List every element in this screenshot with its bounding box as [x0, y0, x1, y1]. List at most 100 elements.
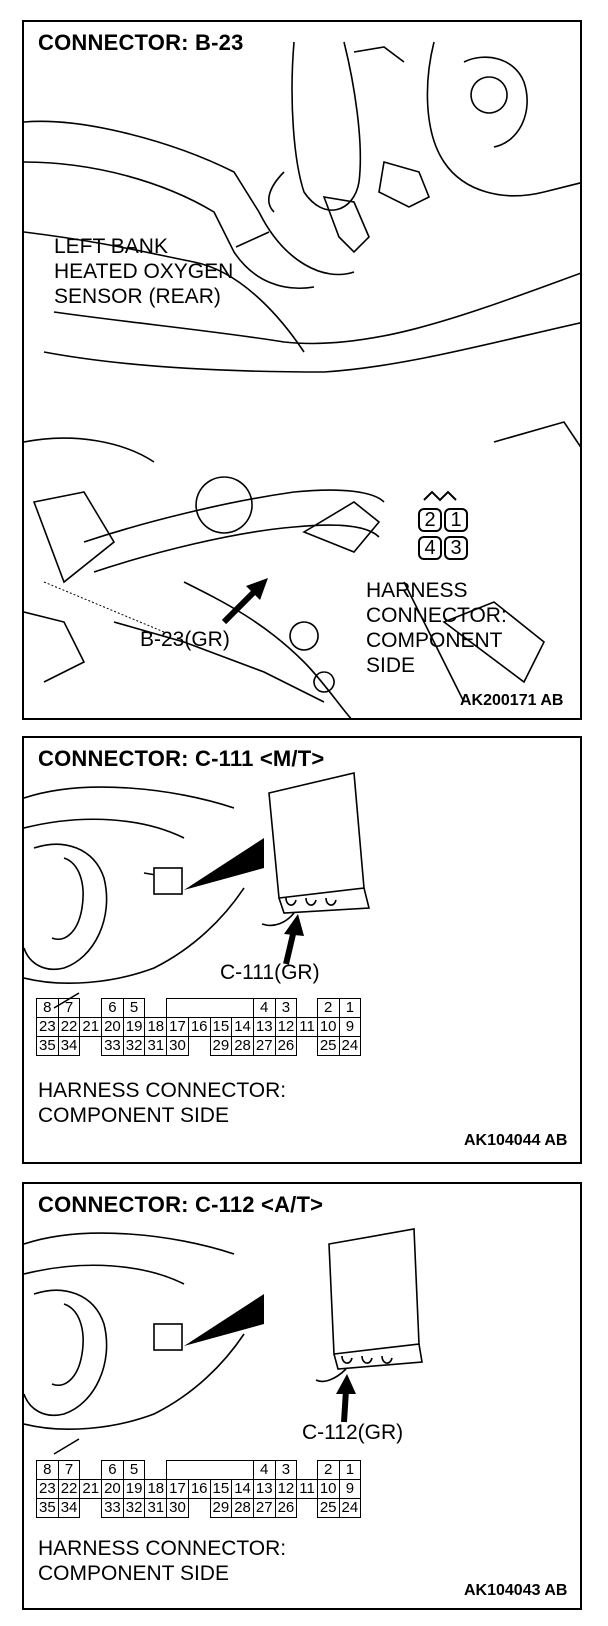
connector-c111-panel: CONNECTOR: C-111 <M/T> C-111(GR) 8 7 6 5…: [22, 736, 582, 1164]
pin-cell: 20: [101, 1017, 124, 1037]
pin-layout-diagram: 2 1 4 3: [412, 504, 480, 572]
pin-cell: 27: [252, 1036, 276, 1056]
pin-cell: 3: [444, 536, 468, 560]
pin-cell: 12: [274, 1017, 298, 1037]
pin-cell: 19: [122, 1479, 146, 1499]
side-label: HARNESS CONNECTOR: COMPONENT SIDE: [38, 1537, 287, 1585]
side-label: HARNESS CONNECTOR: COMPONENT SIDE: [38, 1079, 287, 1127]
pin-cell: 23: [36, 1017, 59, 1037]
callout-wedge-icon: [184, 1294, 264, 1346]
pin-cell: 12: [274, 1479, 298, 1499]
connector-callout: C-112(GR): [302, 1421, 404, 1444]
pin-cell: 32: [122, 1498, 146, 1518]
pin-cell: 18: [144, 1479, 168, 1499]
pin-cell: 16: [187, 1017, 211, 1037]
connector-c112-panel: CONNECTOR: C-112 <A/T> C-112(GR) 8 7 6 5…: [22, 1182, 582, 1610]
pin-cell: 3: [274, 1460, 298, 1480]
pin-cell: 28: [231, 1498, 254, 1518]
pin-cell: 17: [166, 1479, 189, 1499]
pin-cell: 21: [79, 1017, 103, 1037]
pin-cell: 21: [79, 1479, 103, 1499]
pin-cell: 26: [274, 1036, 298, 1056]
pin-cell: 2: [418, 508, 442, 532]
pin-layout-table: 8 7 6 5 4 3 2 1 23 22 21 20 19 18 17 16 …: [36, 1460, 362, 1518]
pin-cell: 31: [144, 1036, 168, 1056]
arrow-icon: [283, 914, 304, 965]
pin-cell: 8: [36, 1460, 59, 1480]
pin-cell: 6: [101, 1460, 124, 1480]
panel-title: CONNECTOR: B-23: [38, 30, 244, 55]
pin-cell: 30: [166, 1498, 189, 1518]
engine-bay-illustration: [24, 41, 580, 718]
sensor-label: LEFT BANK HEATED OXYGEN SENSOR (REAR): [54, 235, 234, 308]
pin-cell: 3: [274, 998, 298, 1018]
pin-cell: 30: [166, 1036, 189, 1056]
pin-cell: 8: [36, 998, 59, 1018]
pin-cell: 1: [338, 998, 362, 1018]
pin-cell: 32: [122, 1036, 146, 1056]
pin-cell: 5: [122, 998, 146, 1018]
connector-callout: C-111(GR): [220, 961, 320, 984]
figure-code: AK104043 AB: [464, 1582, 568, 1599]
pin-cell: 34: [57, 1036, 81, 1056]
pin-cell: 1: [338, 1460, 362, 1480]
pin-cell: 4: [252, 1460, 276, 1480]
pin-cell: 9: [338, 1479, 362, 1499]
pin-cell: 24: [338, 1036, 362, 1056]
pin-cell: 35: [36, 1036, 59, 1056]
pin-cell: 2: [316, 1460, 340, 1480]
pin-cell: 6: [101, 998, 124, 1018]
pin-cell: 14: [231, 1479, 254, 1499]
callout-wedge-icon: [184, 838, 264, 890]
pin-cell: 25: [316, 1498, 340, 1518]
pin-cell: 26: [274, 1498, 298, 1518]
pin-cell: 28: [231, 1036, 254, 1056]
figure-code: AK104044 AB: [464, 1132, 568, 1149]
pin-cell: 33: [101, 1498, 124, 1518]
pin-cell: 10: [316, 1017, 340, 1037]
pin-cell: 22: [57, 1479, 81, 1499]
pin-cell: 18: [144, 1017, 168, 1037]
pin-cell: 7: [57, 998, 81, 1018]
pin-layout-table: 8 7 6 5 4 3 2 1 23 22 21 20 19 18 17 16 …: [36, 998, 362, 1056]
pin-cell: 33: [101, 1036, 124, 1056]
pin-cell: 11: [296, 1017, 318, 1037]
pin-cell: 7: [57, 1460, 81, 1480]
pin-cell: 29: [209, 1036, 233, 1056]
pin-cell: 11: [296, 1479, 318, 1499]
dashboard-illustration: [24, 1228, 423, 1455]
dashboard-illustration: [24, 772, 371, 1009]
figure-code: AK200171 AB: [460, 692, 564, 709]
pin-cell: 31: [144, 1498, 168, 1518]
pin-cell: 14: [231, 1017, 254, 1037]
pin-cell: 9: [338, 1017, 362, 1037]
panel-title: CONNECTOR: C-112 <A/T>: [38, 1192, 324, 1217]
pin-cell: 13: [252, 1017, 276, 1037]
panel-title: CONNECTOR: C-111 <M/T>: [38, 746, 325, 771]
connector-callout: B-23(GR): [140, 628, 230, 651]
pin-cell: 23: [36, 1479, 59, 1499]
arrow-icon: [336, 1374, 356, 1423]
pin-cell: 20: [101, 1479, 124, 1499]
pin-cell: 29: [209, 1498, 233, 1518]
pin-cell: 17: [166, 1017, 189, 1037]
side-label: HARNESS CONNECTOR: COMPONENT SIDE: [366, 579, 507, 677]
pin-cell: 13: [252, 1479, 276, 1499]
pin-cell: 24: [338, 1498, 362, 1518]
arrow-icon: [221, 578, 268, 625]
pin-cell: 25: [316, 1036, 340, 1056]
pin-cell: 10: [316, 1479, 340, 1499]
pin-cell: 27: [252, 1498, 276, 1518]
pin-cell: 15: [209, 1017, 233, 1037]
pin-cell: 2: [316, 998, 340, 1018]
connector-b23-panel: CONNECTOR: B-23 LEFT BANK HEATED OXYGEN …: [22, 20, 582, 720]
pin-cell: 4: [418, 536, 442, 560]
pin-cell: 15: [209, 1479, 233, 1499]
pin-cell: 16: [187, 1479, 211, 1499]
pin-cell: 19: [122, 1017, 146, 1037]
pin-cell: 35: [36, 1498, 59, 1518]
pin-cell: 34: [57, 1498, 81, 1518]
pin-cell: 5: [122, 1460, 146, 1480]
pin-cell: 4: [252, 998, 276, 1018]
pin-cell: 1: [444, 508, 468, 532]
